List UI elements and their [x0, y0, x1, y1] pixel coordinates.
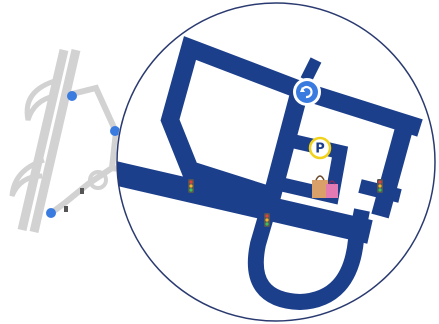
traffic-light-poi[interactable] — [377, 179, 383, 193]
roundabout-poi[interactable] — [293, 78, 321, 106]
overview-roads — [9, 48, 127, 234]
parking-label: P — [315, 142, 325, 157]
roundabout-marker-icon[interactable] — [46, 208, 56, 218]
road-east-drop — [371, 122, 414, 219]
signal-marker-icon — [80, 188, 84, 194]
overview-ramp-south — [9, 157, 45, 198]
traffic-light-icon[interactable] — [264, 213, 270, 227]
traffic-light-icon[interactable] — [188, 179, 194, 193]
magnifier-lens — [116, 2, 436, 322]
overview-markers — [46, 91, 120, 218]
parking-poi[interactable]: P — [308, 136, 332, 160]
lens-roads — [117, 36, 423, 311]
road-south-loop — [247, 193, 370, 311]
road-north-spur — [300, 57, 322, 83]
overview-ramp-north — [24, 77, 59, 121]
traffic-light-icon[interactable] — [377, 179, 383, 193]
roundabout-marker-icon[interactable] — [67, 91, 77, 101]
road-west-trunk — [117, 160, 373, 244]
traffic-light-poi[interactable] — [188, 179, 194, 193]
overview-area — [9, 48, 127, 234]
shopping-bag-icon[interactable] — [312, 175, 338, 198]
overview-loop — [88, 170, 108, 190]
road-north-loop — [160, 36, 311, 208]
signal-marker-icon — [64, 206, 68, 212]
shopping-poi[interactable] — [312, 175, 338, 198]
roundabout-marker-icon[interactable] — [110, 126, 120, 136]
lens-border — [116, 2, 436, 322]
traffic-light-poi[interactable] — [264, 213, 270, 227]
overview-highway-east — [29, 48, 81, 234]
parking-icon[interactable] — [308, 136, 332, 160]
